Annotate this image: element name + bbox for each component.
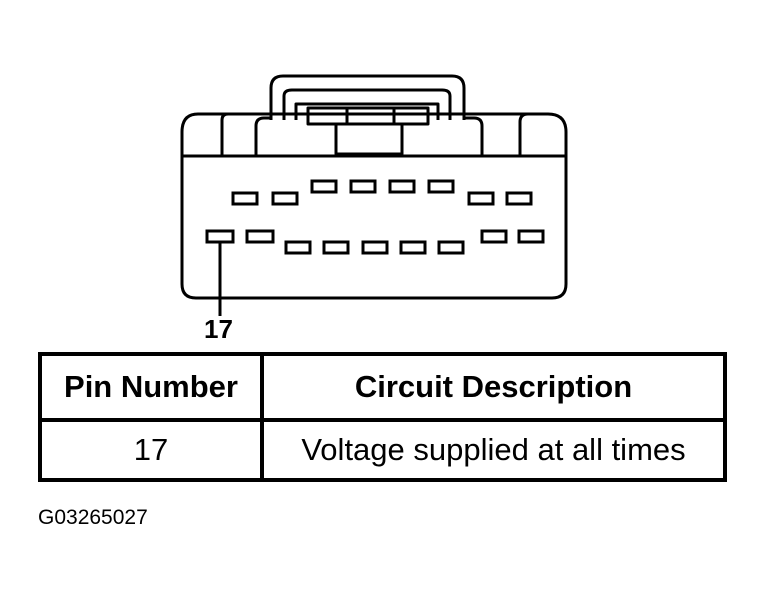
latch-base xyxy=(334,124,404,156)
connector-latch-inner-2 xyxy=(294,102,440,120)
cell-pin-number: 17 xyxy=(38,418,264,482)
pin-17-callout-label: 17 xyxy=(204,314,233,344)
cell-circuit-description: Voltage supplied at all times xyxy=(260,418,727,482)
pin-cavity-17 xyxy=(205,229,235,244)
table-header-row: Pin Number Circuit Description xyxy=(38,352,727,422)
header-pin-number: Pin Number xyxy=(38,352,264,422)
connector-latch xyxy=(269,74,466,120)
header-circuit-description: Circuit Description xyxy=(260,352,727,422)
figure-id: G03265027 xyxy=(38,506,148,529)
table-row: 17 Voltage supplied at all times xyxy=(38,418,727,482)
connector-face-diagram xyxy=(180,74,568,316)
pin-circuit-table: Pin Number Circuit Description 17 Voltag… xyxy=(38,352,727,482)
pin-cavities-upper-row xyxy=(231,179,533,206)
connector-housing xyxy=(180,112,568,300)
connector-latch-inner xyxy=(282,88,452,120)
latch-slot xyxy=(306,106,430,126)
pin-cavities-lower-row xyxy=(205,229,545,255)
